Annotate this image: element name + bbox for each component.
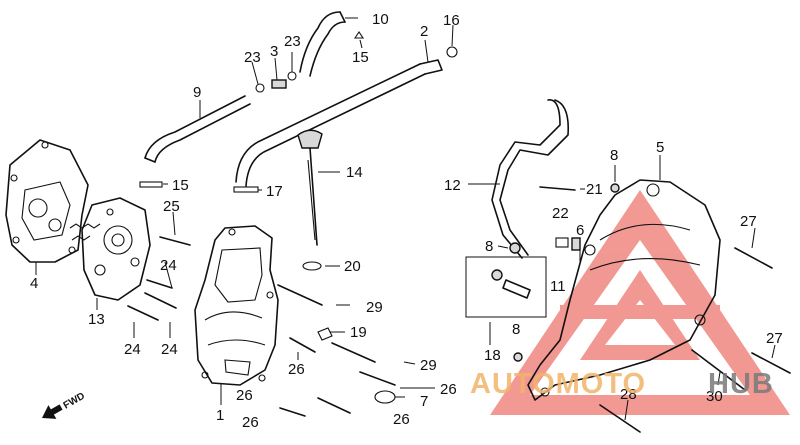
label-13: 13 [88, 311, 105, 328]
label-8c: 8 [512, 321, 520, 338]
label-26b: 26 [440, 381, 457, 398]
label-15b: 15 [352, 49, 369, 66]
leader-lines [35, 17, 776, 421]
watermark-text-gray: HUB [708, 368, 774, 400]
label-14: 14 [346, 164, 363, 181]
label-25: 25 [163, 198, 180, 215]
label-22: 22 [552, 205, 569, 222]
label-28: 28 [620, 386, 637, 403]
label-23b: 23 [284, 33, 301, 50]
label-24c: 24 [161, 341, 178, 358]
label-29b: 29 [420, 357, 437, 374]
dipstick-part-14 [297, 129, 323, 246]
watermark-text-orange: AUTOMOTO [470, 368, 646, 400]
label-19: 19 [350, 324, 367, 341]
label-21: 21 [586, 181, 603, 198]
label-18: 18 [484, 347, 501, 364]
watermark-text: AUTOMOTO HUB [470, 368, 774, 400]
hose-part-9 [144, 95, 251, 163]
gasket-part-12 [491, 99, 570, 259]
breather-pipe-part-2 [235, 59, 443, 187]
side-cover-part-5 [527, 179, 721, 401]
label-9: 9 [193, 84, 201, 101]
label-30: 30 [706, 388, 723, 405]
hardware [127, 31, 791, 433]
label-27b: 27 [766, 330, 783, 347]
label-3: 3 [270, 43, 278, 60]
label-26e: 26 [242, 414, 259, 431]
label-27a: 27 [740, 213, 757, 230]
label-29a: 29 [366, 299, 383, 316]
label-12: 12 [444, 177, 461, 194]
label-8a: 8 [610, 147, 618, 164]
label-7: 7 [420, 393, 428, 410]
label-20: 20 [344, 258, 361, 275]
label-24a: 24 [160, 257, 177, 274]
watermark-logo [490, 190, 790, 415]
callout-labels: 1 2 3 4 5 6 7 8 8 8 9 10 11 12 13 14 15 … [30, 11, 783, 431]
label-8b: 8 [485, 238, 493, 255]
oil-pump-part-13 [69, 197, 151, 301]
label-15a: 15 [172, 177, 189, 194]
label-16: 16 [443, 12, 460, 29]
label-23a: 23 [244, 49, 261, 66]
label-26a: 26 [288, 361, 305, 378]
fwd-arrow: FWD [42, 391, 87, 419]
label-1: 1 [216, 407, 224, 424]
gasket-part-4 [5, 139, 89, 263]
label-17: 17 [266, 183, 283, 200]
label-11: 11 [550, 278, 566, 295]
label-6: 6 [576, 222, 584, 239]
label-24b: 24 [124, 341, 141, 358]
kit-box [465, 256, 547, 318]
label-5: 5 [656, 139, 664, 156]
hose-part-10 [299, 11, 346, 77]
label-2: 2 [420, 23, 428, 40]
fwd-label: FWD [62, 391, 87, 412]
crankcase-cover-part-1 [194, 225, 279, 386]
label-26c: 26 [236, 387, 253, 404]
label-10: 10 [372, 11, 389, 28]
label-4: 4 [30, 275, 38, 292]
switch-part-11 [491, 269, 531, 299]
label-26d: 26 [393, 411, 410, 428]
